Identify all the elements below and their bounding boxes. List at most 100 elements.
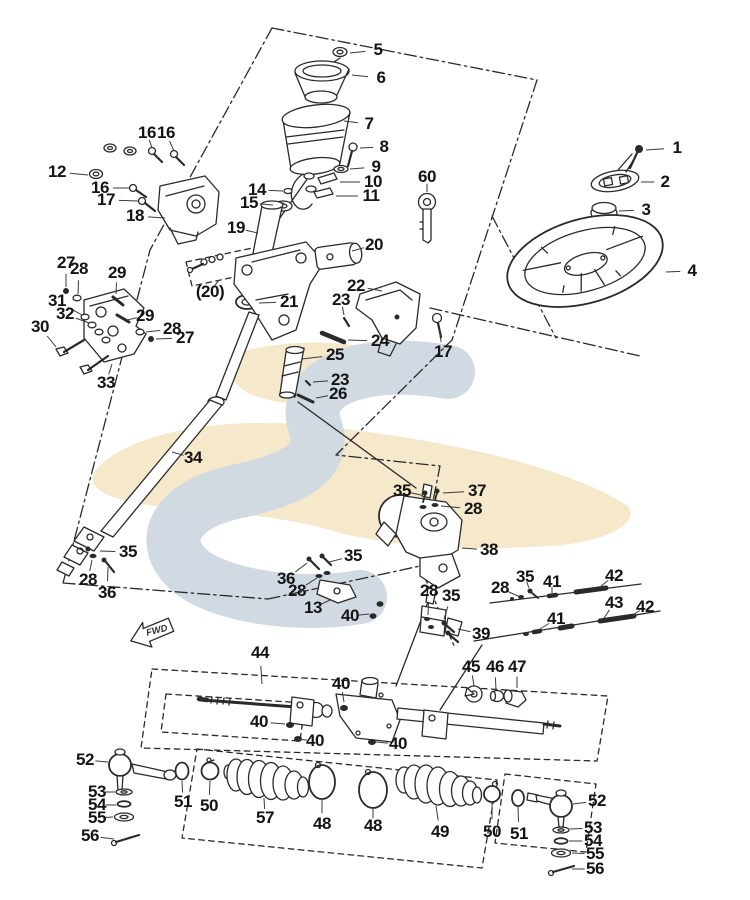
part-bolt-8	[346, 142, 358, 168]
callout-20: (20)	[195, 282, 225, 301]
leader-35	[328, 558, 343, 563]
callout-29: 29	[136, 306, 154, 325]
callout-41: 41	[547, 609, 565, 628]
callout-2: 2	[660, 172, 670, 191]
callout-54: 54	[88, 795, 106, 814]
leader-35	[526, 581, 530, 589]
callout-53: 53	[88, 782, 106, 801]
callout-20: 20	[365, 235, 383, 254]
callout-43: 43	[605, 593, 623, 612]
callout-33: 33	[97, 373, 115, 392]
callout-14: 14	[248, 180, 266, 199]
leader-1	[645, 148, 665, 151]
part-pins-23-24	[319, 316, 351, 345]
leader-14	[268, 189, 284, 192]
leader-18	[147, 216, 166, 219]
leader-28	[77, 280, 79, 295]
part-bolts-16-17	[128, 146, 186, 213]
part-contact-plate-2	[590, 153, 640, 193]
leader-4	[665, 270, 681, 273]
part-rack-44	[196, 676, 562, 745]
callout-35: 35	[344, 546, 362, 565]
callout-28: 28	[163, 319, 181, 338]
callout-40: 40	[332, 674, 350, 693]
leader-40	[358, 613, 370, 616]
part-washer-9	[333, 164, 349, 174]
boundary-lines	[62, 27, 641, 649]
part-key-60	[417, 192, 437, 244]
leader-40	[341, 692, 345, 703]
callout-10: 10	[364, 172, 382, 191]
leader-35	[410, 492, 422, 496]
part-nut-5	[332, 46, 348, 58]
callout-56: 56	[586, 859, 604, 878]
part-fasteners-35-28-36	[85, 546, 116, 574]
part-steering-gear-38	[375, 483, 463, 605]
leader-52	[572, 801, 587, 805]
part-boot-57	[223, 758, 310, 801]
part-clamps-48	[308, 761, 388, 809]
callout-28: 28	[491, 578, 509, 597]
part-oring-51-right	[511, 789, 525, 807]
part-oring-51-left	[174, 761, 190, 781]
callout-28: 28	[420, 581, 438, 600]
callout-12: 12	[48, 162, 66, 181]
callout-26: 26	[329, 384, 347, 403]
callout-29: 29	[108, 263, 126, 282]
leader-26	[315, 395, 329, 399]
callout-1: 1	[672, 138, 682, 157]
callout-40: 40	[250, 712, 268, 731]
leader-55	[104, 816, 114, 818]
part-clamp-40-39	[369, 601, 463, 644]
part-fasteners-27-32	[55, 288, 154, 375]
callout-16: 16	[138, 123, 156, 142]
callout-23: 23	[331, 370, 349, 389]
leader-30	[46, 335, 57, 348]
callout-36: 36	[98, 583, 116, 602]
callout-30: 30	[31, 317, 49, 336]
callout-28: 28	[70, 259, 88, 278]
callout-51: 51	[510, 824, 528, 843]
callout-53: 53	[584, 818, 602, 837]
leader-28	[427, 601, 430, 616]
leader-23	[341, 306, 345, 316]
leader-27	[155, 337, 173, 340]
part-bracket-18	[157, 175, 220, 245]
leader-16	[169, 140, 175, 152]
callout-11: 11	[362, 186, 380, 205]
leader-17	[438, 329, 442, 343]
leader-28	[89, 559, 93, 572]
leader-46	[494, 677, 497, 691]
callout-4: 4	[687, 261, 697, 280]
callout-13: 13	[304, 598, 322, 617]
leader-33	[108, 363, 113, 375]
part-bushing-6	[294, 60, 350, 104]
leader-9	[349, 167, 365, 170]
leader-28	[440, 505, 461, 509]
callout-42: 42	[605, 566, 623, 585]
part-washers-16-12	[88, 143, 137, 180]
watermark	[92, 340, 631, 628]
leader-32	[75, 317, 90, 324]
callout-40: 40	[389, 734, 407, 753]
callout-21: 21	[280, 292, 298, 311]
callout-35: 35	[442, 586, 460, 605]
callout-55: 55	[88, 808, 106, 827]
callout-50: 50	[483, 822, 501, 841]
callout-36: 36	[277, 569, 295, 588]
leader-6	[351, 74, 369, 78]
callout-46: 46	[486, 657, 504, 676]
part-bracket-33	[83, 288, 147, 363]
part-cylinder-25	[278, 345, 305, 399]
callout-32: 32	[56, 304, 74, 323]
callout-40: 40	[341, 606, 359, 625]
callout-35: 35	[393, 481, 411, 500]
callout-9: 9	[371, 157, 381, 176]
callout-19: 19	[227, 218, 245, 237]
callout-48: 48	[364, 816, 382, 835]
leader-49	[435, 805, 439, 821]
callout-60: 60	[418, 167, 436, 186]
leader-37	[442, 491, 465, 494]
part-screw-set-20	[186, 253, 224, 274]
